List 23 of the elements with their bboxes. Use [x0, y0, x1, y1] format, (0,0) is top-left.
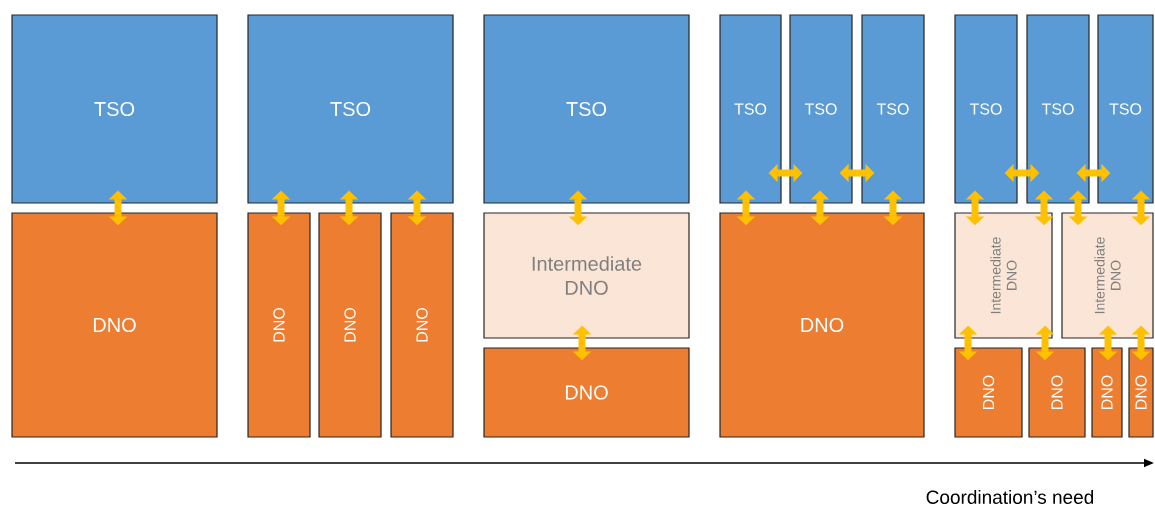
tso-box: TSO [483, 14, 690, 204]
tso-box: TSO [789, 14, 853, 204]
tso-box: TSO [954, 14, 1018, 204]
dno-box: DNO [390, 212, 454, 438]
tso-box: TSO [11, 14, 218, 204]
tso-box: TSO [861, 14, 925, 204]
dno-box: DNO [318, 212, 382, 438]
dno-box: DNO [954, 347, 1023, 438]
dno-box: DNO [11, 212, 218, 438]
dno-box: DNO [1028, 347, 1086, 438]
dno-box: DNO [483, 347, 690, 438]
intermediate-box: Intermediate DNO [954, 212, 1053, 339]
dno-box: DNO [1128, 347, 1154, 438]
dno-box: DNO [1091, 347, 1123, 438]
tso-box: TSO [719, 14, 782, 204]
axis-label: Coordination’s need [926, 490, 1094, 504]
tso-box: TSO [247, 14, 454, 204]
intermediate-box: Intermediate DNO [483, 212, 690, 339]
dno-box: DNO [247, 212, 311, 438]
tso-box: TSO [1097, 14, 1154, 204]
intermediate-box: Intermediate DNO [1061, 212, 1154, 339]
dno-box: DNO [719, 212, 925, 438]
tso-box: TSO [1026, 14, 1090, 204]
